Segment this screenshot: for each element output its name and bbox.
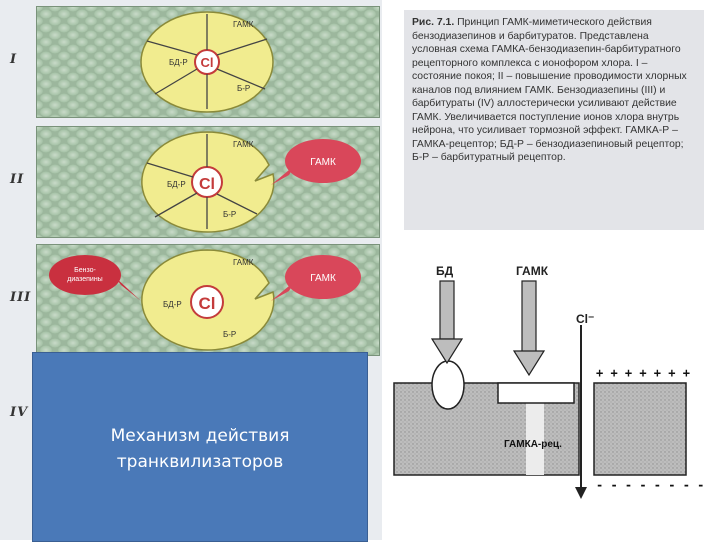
ion-channel	[526, 395, 544, 475]
benzodiazepine-label-2: диазепины	[67, 276, 102, 283]
chloride-arrow	[575, 325, 587, 499]
bd-site-label: БД-Р	[163, 300, 182, 309]
row-label-2: II	[10, 172, 25, 187]
membrane-panel-3: Cl ГАМК БД-Р Б-Р Бензо- диазепины ГАМК	[36, 244, 380, 356]
benzodiazepine-bubble: Бензо- диазепины	[49, 255, 141, 301]
gaba-label: ГАМК	[516, 264, 549, 278]
bd-site-label: БД-Р	[167, 180, 186, 189]
caption-box: Механизм действия транквилизаторов	[32, 352, 368, 542]
gaba-arrow	[512, 280, 546, 377]
figure-body: Принцип ГАМК-миметического действия бенз…	[412, 17, 687, 163]
chloride-label: Cl	[201, 55, 214, 70]
figure-caption-text: Рис. 7.1. Принцип ГАМК-миметического дей…	[404, 10, 704, 230]
figure-number: Рис. 7.1.	[412, 17, 455, 28]
bd-site-label: БД-Р	[169, 58, 188, 67]
negative-charges: - - - - - - - -	[596, 478, 704, 492]
gaba-site-label: ГАМК	[233, 140, 254, 149]
row-label-1: I	[10, 52, 18, 67]
membrane-panel-1: Cl ГАМК БД-Р Б-Р	[36, 6, 380, 118]
receptor-complex-3: Cl ГАМК БД-Р Б-Р	[141, 249, 275, 351]
benzodiazepine-label-1: Бензо-	[74, 267, 96, 274]
receptor-complex-1: Cl ГАМК БД-Р Б-Р	[140, 11, 274, 113]
receptor-label: ГАМКА-рец.	[504, 439, 562, 450]
bd-arrow	[430, 280, 464, 365]
bd-label: БД	[436, 264, 454, 278]
membrane-block-right	[593, 382, 687, 476]
gaba-site-label: ГАМК	[233, 20, 254, 29]
b-site-label: Б-Р	[237, 84, 250, 93]
gaba-bubble-2: ГАМК	[271, 139, 361, 185]
chloride-label: Cl	[199, 176, 215, 193]
caption-text: Механизм действия транквилизаторов	[33, 423, 367, 475]
row-label-4: IV	[10, 405, 29, 420]
chloride-ion-label: Cl⁻	[576, 312, 594, 326]
gaba-receptor-lid	[497, 382, 575, 404]
caption-line-1: Механизм действия	[110, 426, 290, 446]
positive-charges: + + + + + + +	[596, 366, 690, 380]
caption-line-2: транквилизаторов	[116, 452, 284, 472]
gaba-bubble-label: ГАМК	[310, 157, 336, 168]
receptor-complex-2: Cl ГАМК БД-Р Б-Р	[141, 131, 275, 233]
row-label-3: III	[10, 290, 32, 305]
gaba-site-label: ГАМК	[233, 258, 254, 267]
gaba-bubble-label: ГАМК	[310, 273, 336, 284]
membrane-panel-2: Cl ГАМК БД-Р Б-Р ГАМК	[36, 126, 380, 238]
receptor-mechanism-diagram: БД ГАМК Cl⁻ ГАМКА-рец. + + + + + + + - -…	[393, 264, 704, 499]
b-site-label: Б-Р	[223, 210, 236, 219]
chloride-label: Cl	[199, 294, 216, 313]
gaba-bubble-3: ГАМК	[271, 255, 361, 301]
bd-binding-site	[431, 360, 465, 410]
b-site-label: Б-Р	[223, 330, 236, 339]
